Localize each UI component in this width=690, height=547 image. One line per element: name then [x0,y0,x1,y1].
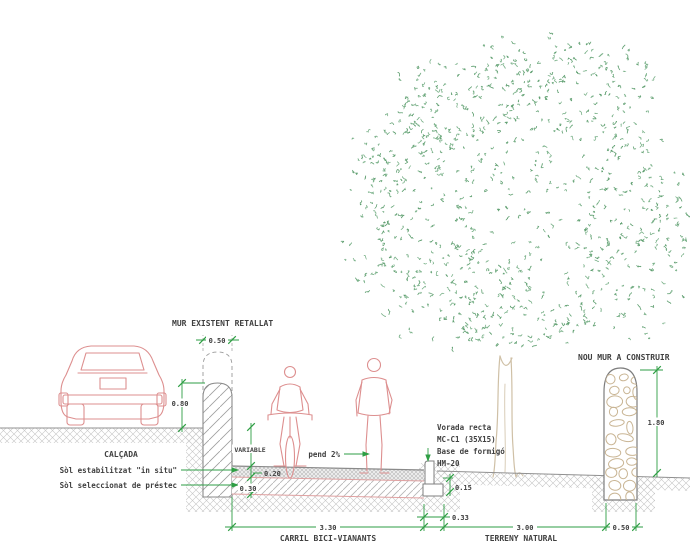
pedestrian [355,357,393,474]
label-variable-height: VARIABLE [234,446,265,454]
existing-wall [202,351,233,498]
dim-bike-lane-width: 3.30 [320,524,337,532]
label-stabilized-soil: Sòl estabilitzat "in situ" [60,466,177,475]
curb-concrete-base [422,483,444,497]
label-curb-line1: Vorada recta [437,423,492,432]
new-wall [603,367,638,501]
text-layer: MUR EXISTENT RETALLAT NOU MUR A CONSTRUI… [60,319,670,543]
new-wall-stones [604,373,637,500]
existing-wall-cut-profile [202,382,233,498]
label-roadway: CALÇADA [104,450,138,459]
dim-natural-terrain-width: 3.00 [517,524,534,532]
dim-existing-wall-width: 0.50 [209,337,226,345]
cyclist [267,365,313,479]
label-bike-lane: CARRIL BICI-VIANANTS [280,534,377,543]
label-existing-wall: MUR EXISTENT RETALLAT [172,319,273,328]
tree-trunk [492,355,524,478]
dim-layer-stabilized: 0.20 [264,470,281,478]
dim-layer-selected: 0.30 [240,485,257,493]
dimension-annotations [168,335,667,532]
curb-stone [424,460,435,485]
dim-new-wall-height: 1.80 [648,419,665,427]
label-selected-soil: Sòl seleccionat de préstec [60,481,177,490]
dim-curb-zone: 0.33 [452,514,469,522]
label-slope: pend 2% [308,450,340,459]
label-curb-line2: MC-C1 (35X15) [437,435,496,444]
dim-curb-depth: 0.15 [455,484,472,492]
curb [422,460,444,497]
label-curb-line4: HM-20 [437,459,460,468]
label-new-wall: NOU MUR A CONSTRUIR [578,353,670,362]
label-natural-terrain: TERRENY NATURAL [485,534,557,543]
existing-wall-original-profile [202,351,233,425]
label-curb-line3: Base de formigó [437,447,505,456]
car [58,345,167,426]
tree-canopy [340,32,690,353]
dim-existing-wall-height: 0.80 [172,400,189,408]
dim-new-wall-width: 0.50 [613,524,630,532]
pavement-layers [231,465,425,499]
